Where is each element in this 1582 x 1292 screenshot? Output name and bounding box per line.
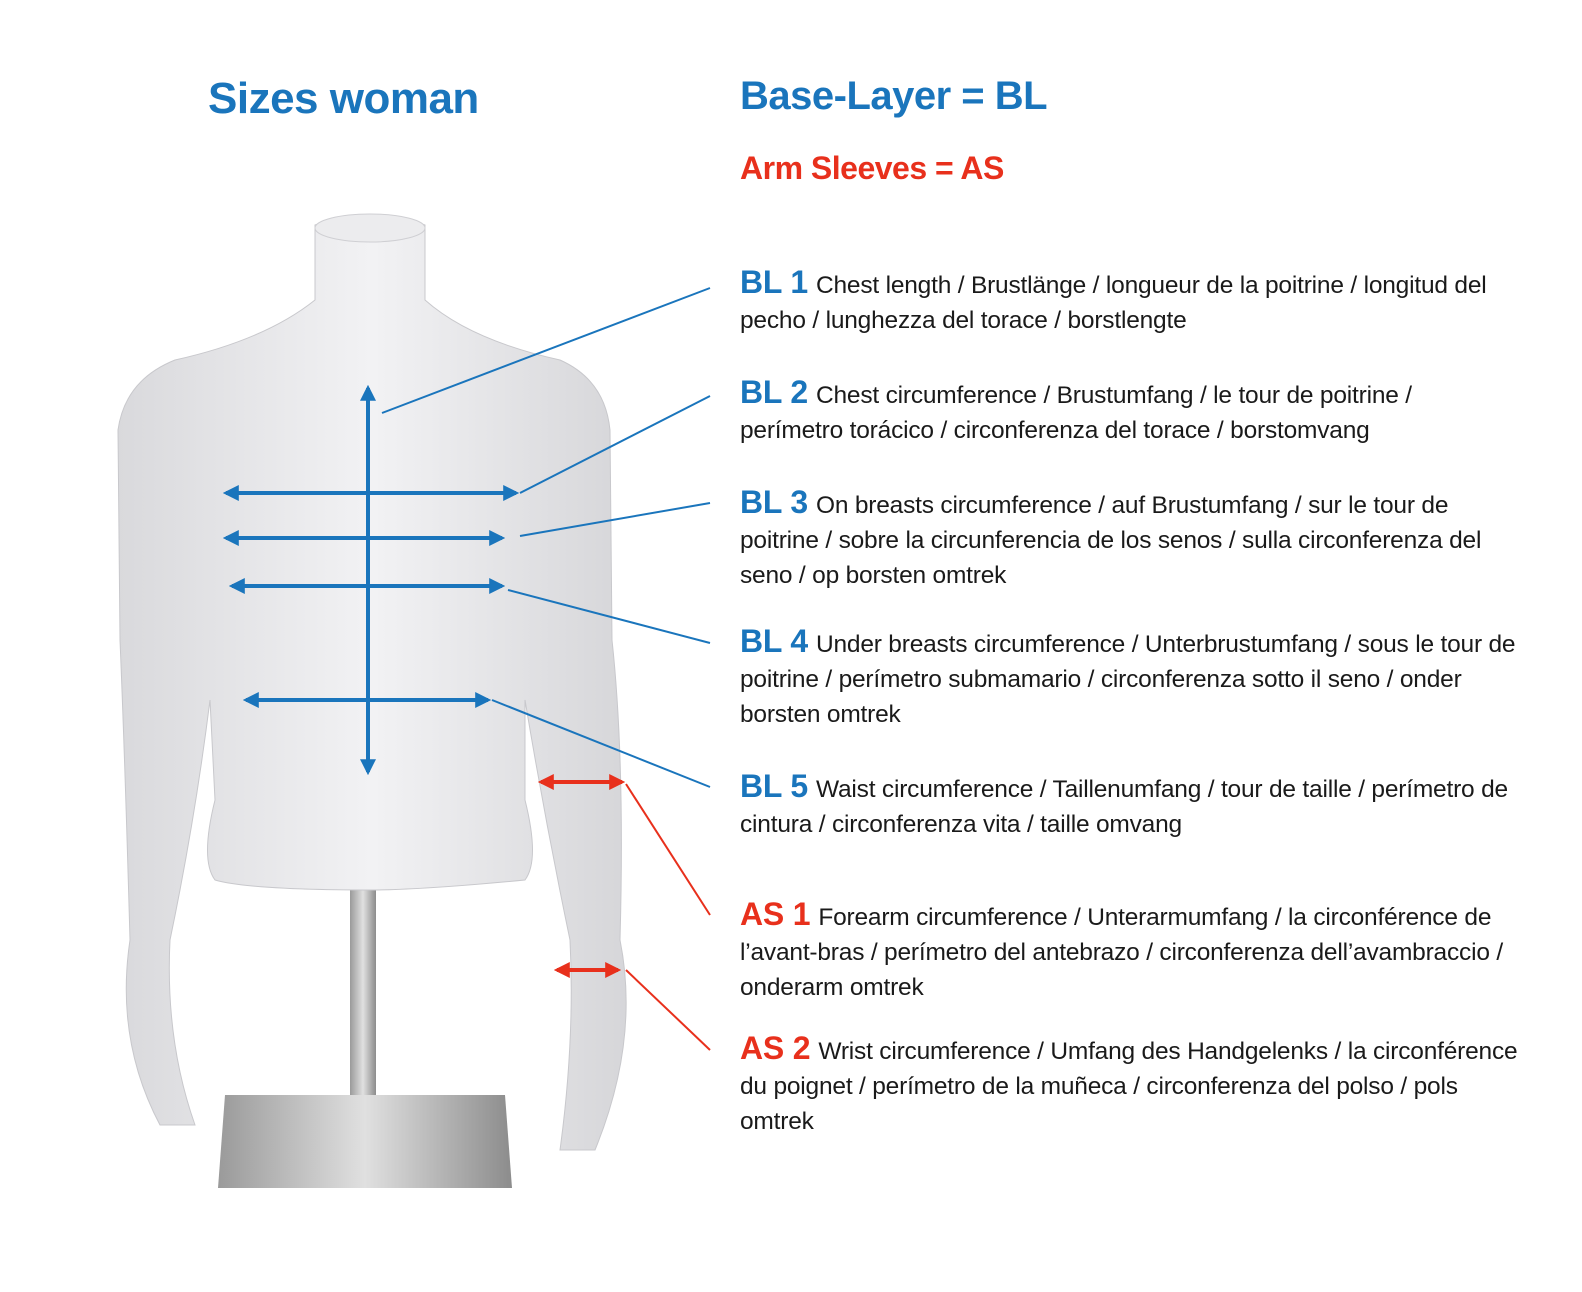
- measurement-code: AS 1: [740, 896, 811, 932]
- measurement-description: Chest length / Brustlänge / longueur de …: [740, 272, 1487, 334]
- measurement-code: BL 2: [740, 374, 808, 410]
- measurement-code: BL 3: [740, 484, 808, 520]
- arm-sleeves-legend: Arm Sleeves = AS: [740, 150, 1004, 186]
- measurement-code: BL 5: [740, 768, 808, 804]
- base-layer-arrows: [222, 384, 520, 776]
- arm-sleeve-arrows: [537, 774, 626, 978]
- measurement-description: Chest circumference / Brustumfang / le t…: [740, 382, 1412, 444]
- base-layer-legend: Base-Layer = BL: [740, 74, 1048, 118]
- base-layer-leader-lines: [381, 287, 711, 788]
- mannequin-stand: [218, 880, 512, 1188]
- measurement-description: Waist circumference / Taillenumfang / to…: [740, 776, 1508, 838]
- page-title: Sizes woman: [208, 74, 479, 123]
- measurement-description: On breasts circumference / auf Brustumfa…: [740, 492, 1482, 589]
- measurement-description: Under breasts circumference / Unterbrust…: [740, 631, 1516, 728]
- arm-sleeve-leader-lines: [625, 783, 711, 1051]
- measurement-code: BL 1: [740, 264, 808, 300]
- measurement-code: BL 4: [740, 623, 808, 659]
- measurement-description: Forearm circumference / Unterarmumfang /…: [740, 904, 1503, 1001]
- measurement-description: Wrist circumference / Umfang des Handgel…: [740, 1038, 1518, 1135]
- measurement-code: AS 2: [740, 1030, 811, 1066]
